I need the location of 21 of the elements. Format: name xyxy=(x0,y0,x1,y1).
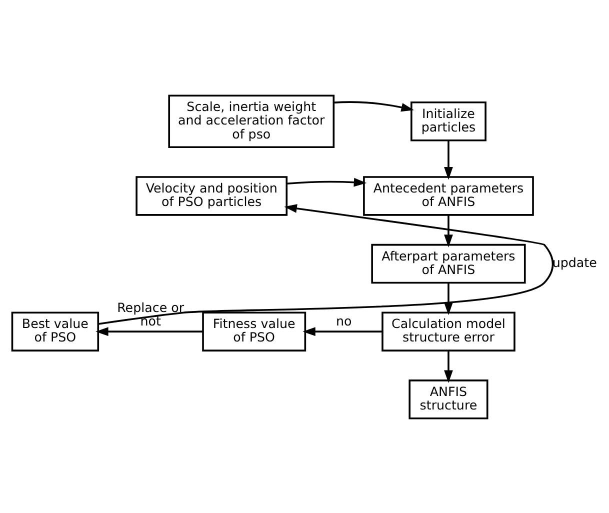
node-box: Calculation model structure error xyxy=(382,311,516,351)
arrow xyxy=(96,326,203,336)
node-box: Fitness value of PSO xyxy=(202,311,306,351)
arrow xyxy=(98,204,554,324)
arrow xyxy=(444,140,453,180)
arrow xyxy=(302,326,382,336)
arrow xyxy=(334,100,414,112)
arrow xyxy=(286,177,367,186)
node-box: Velocity and position of PSO particles xyxy=(136,176,288,216)
edge-label: Replace or not xyxy=(117,299,184,328)
edge-label: no xyxy=(336,312,352,328)
node-box: Afterpart parameters of ANFIS xyxy=(371,243,526,284)
node-box: Initialize particles xyxy=(410,101,486,141)
arrow xyxy=(444,282,453,315)
node-box: Scale, inertia weight and acceleration factor of pso xyxy=(168,94,335,148)
arrow xyxy=(444,350,453,382)
arrow xyxy=(444,214,453,247)
edge-label: update xyxy=(552,254,597,270)
node-box: Best value of PSO xyxy=(11,311,100,351)
node-box: Antecedent parameters of ANFIS xyxy=(363,176,534,216)
node-box: ANFIS structure xyxy=(408,379,488,419)
